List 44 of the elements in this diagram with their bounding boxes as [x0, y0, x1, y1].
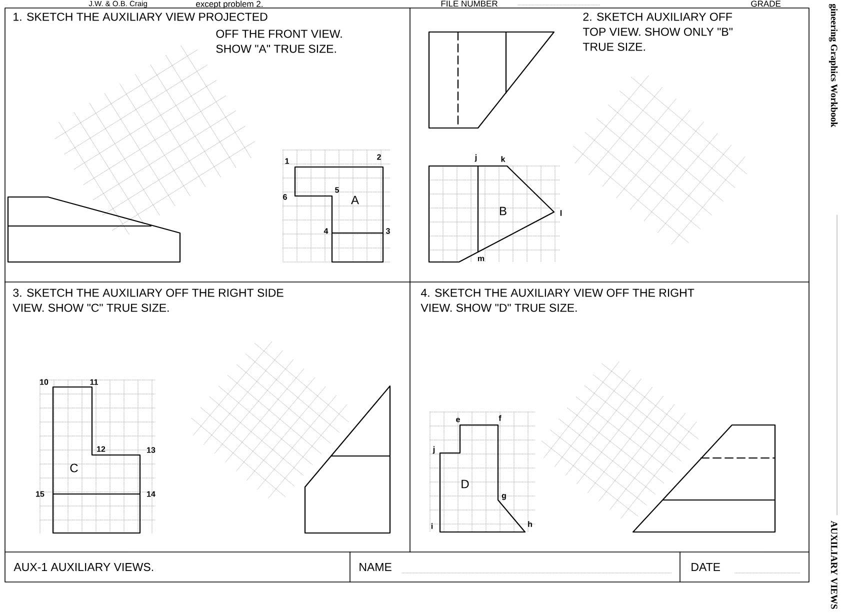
point-label: f — [498, 415, 502, 421]
point-label: 2 — [377, 154, 381, 160]
point-label: j — [432, 446, 435, 454]
field-label: GRADE — [751, 0, 781, 7]
view-label: D — [462, 480, 469, 488]
instruction-text: VIEW. SHOW "C" TRUE SIZE. — [12, 304, 169, 312]
point-label: i — [431, 523, 433, 529]
instruction-text: SHOW "A" TRUE SIZE. — [216, 44, 336, 53]
point-label: g — [502, 494, 506, 500]
field-label: NAME — [360, 563, 392, 571]
section-title: AUXILIARY VIEWS — [830, 520, 838, 609]
view-label: C — [70, 464, 78, 472]
point-label: 12 — [97, 446, 106, 452]
point-label: 3 — [386, 228, 390, 234]
view-label: A — [351, 196, 359, 204]
instruction-text: TRUE SIZE. — [582, 42, 645, 51]
instruction-text: 1. SKETCH THE AUXILIARY VIEW PROJECTED — [14, 12, 268, 21]
instruction-text: 4. SKETCH THE AUXILIARY VIEW OFF THE RIGHT — [420, 288, 694, 297]
point-label: 14 — [147, 491, 156, 497]
point-label: 6 — [283, 194, 287, 200]
point-label: l — [560, 210, 562, 216]
point-label: 4 — [324, 228, 328, 234]
instruction-text: VIEW. SHOW "D" TRUE SIZE. — [420, 304, 577, 312]
book-title: gineering Graphics Workbook — [828, 4, 838, 128]
point-label: m — [478, 256, 484, 262]
title-text: AUX-1 AUXILIARY VIEWS. — [14, 562, 154, 572]
instruction-text: TOP VIEW. SHOW ONLY "B" — [582, 28, 732, 36]
instruction-text: 2. SKETCH AUXILIARY OFF — [583, 12, 732, 21]
instruction-text: 3. SKETCH THE AUXILIARY OFF THE RIGHT SIDE — [13, 288, 284, 297]
note-text: except problem 2. — [196, 0, 262, 9]
view-label: B — [500, 206, 506, 216]
point-label: 11 — [90, 379, 98, 385]
field-label: FILE NUMBER — [441, 0, 498, 7]
point-label: 10 — [40, 379, 48, 385]
point-label: 13 — [147, 447, 156, 453]
field-label: DATE — [692, 563, 720, 571]
point-label: 15 — [36, 491, 44, 497]
point-label: 1 — [285, 158, 289, 164]
instruction-text: OFF THE FRONT VIEW. — [216, 30, 342, 38]
point-label: e — [456, 418, 460, 422]
point-label: k — [501, 156, 506, 162]
point-label: 5 — [335, 187, 339, 193]
point-label: h — [528, 521, 532, 527]
point-label: j — [474, 154, 477, 162]
